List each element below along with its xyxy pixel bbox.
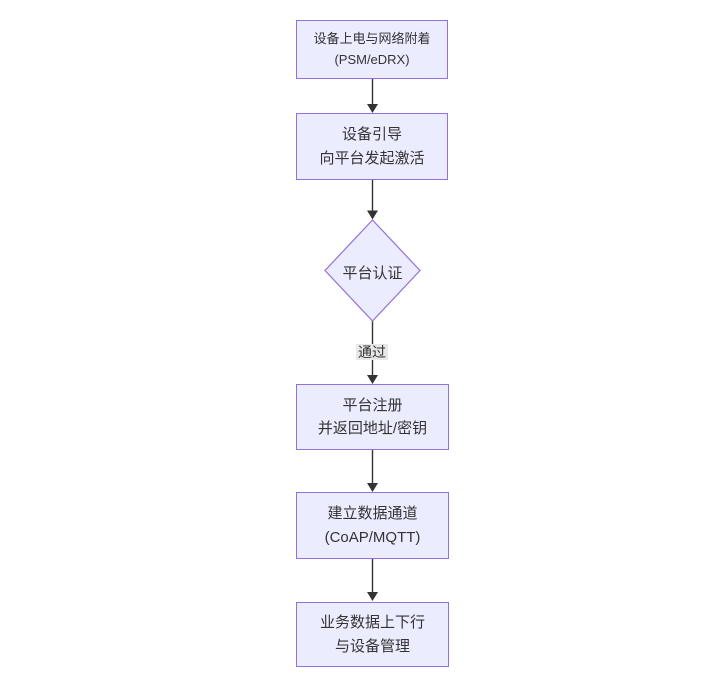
node-label-line: 设备上电与网络附着 [313,31,431,47]
node-bootstrap: 设备引导 向平台发起激活 [296,113,448,180]
node-platform-auth-label: 平台认证 [342,265,403,282]
arrowhead-icon [367,483,378,492]
node-platform-register: 平台注册 并返回地址/密钥 [296,384,449,450]
arrowhead-icon [367,210,378,220]
node-label-line: 设备引导 [341,126,402,144]
node-label-line: 平台注册 [342,396,403,414]
node-data-channel: 建立数据通道 (CoAP/MQTT) [296,492,449,559]
node-label-line: 向平台发起激活 [319,149,425,167]
arrowhead-icon [367,592,378,601]
node-label-line: 并返回地址/密钥 [317,420,428,437]
node-label-line: 业务数据上下行 [319,614,425,632]
node-label-line: (PSM/eDRX) [334,51,410,67]
arrowhead-icon [367,104,378,113]
node-label-line: (CoAP/MQTT) [324,528,421,546]
edge-label-pass: 通过 [356,344,388,361]
node-label-line: 建立数据通道 [327,505,418,523]
node-power-attach: 设备上电与网络附着 (PSM/eDRX) [296,20,448,79]
arrowhead-icon [367,375,378,384]
node-business-data: 业务数据上下行 与设备管理 [296,602,449,667]
decision-diamond-shape [324,219,421,322]
node-label-line: 与设备管理 [334,637,410,655]
